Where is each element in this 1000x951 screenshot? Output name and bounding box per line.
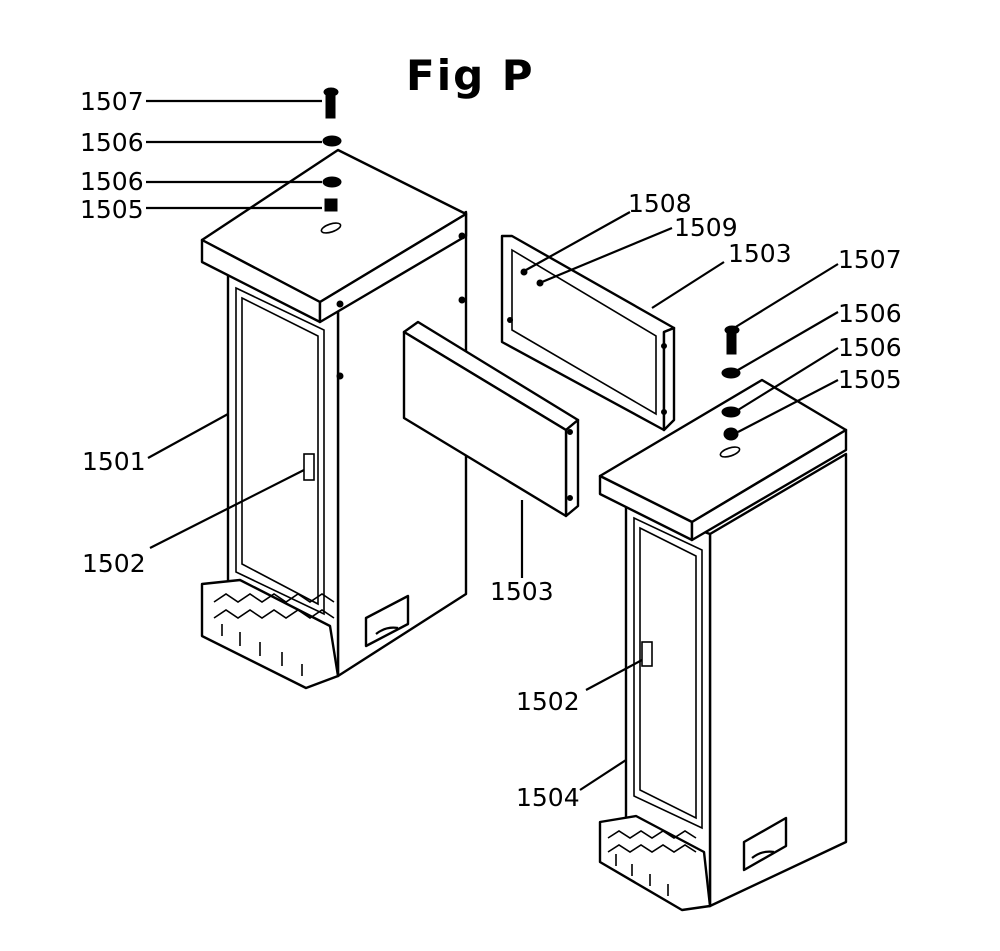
cabinet-1501-bolt-2 xyxy=(336,372,344,380)
cabinet-1504-plinth-ribs xyxy=(615,854,669,896)
panel-1503-face xyxy=(402,330,568,518)
frame-hole-1509 xyxy=(536,279,544,287)
label-1509: 1509 xyxy=(674,213,738,242)
frame-edge xyxy=(662,326,676,432)
frame-hole-1508 xyxy=(520,268,528,276)
nut-1505-right xyxy=(723,427,739,441)
panel-1503-side-edge xyxy=(564,418,580,518)
cabinet-1504-roof-slot xyxy=(719,446,741,458)
label-1501: 1501 xyxy=(82,447,146,476)
label-1506-left-upper: 1506 xyxy=(80,128,144,157)
cabinet-1501-door-handle xyxy=(303,453,315,481)
label-1502-left: 1502 xyxy=(82,549,146,578)
cabinet-1501-plinth xyxy=(200,578,340,690)
label-1502-right: 1502 xyxy=(516,687,580,716)
cabinet-1504-roof-side xyxy=(690,428,848,542)
cabinet-1504-cable xyxy=(751,850,775,859)
frame-hole-5 xyxy=(661,343,667,349)
label-1507-left: 1507 xyxy=(80,87,144,116)
frame-inner xyxy=(511,248,657,416)
cabinet-1504-plinth-vents xyxy=(607,830,697,853)
label-1505-left: 1505 xyxy=(80,195,144,224)
nut-1505-left xyxy=(324,198,338,212)
label-1508: 1508 xyxy=(628,189,692,218)
cabinet-1501-plinth-ribs xyxy=(221,624,303,676)
cabinet-1504 xyxy=(598,378,848,912)
cabinet-1504-plinth xyxy=(598,814,712,912)
label-1503-frame: 1503 xyxy=(728,239,792,268)
frame-1503 xyxy=(500,234,676,432)
figure-title: Fig P xyxy=(406,51,535,100)
cabinet-1501-roof-slot xyxy=(320,222,342,234)
cabinet-1501 xyxy=(200,148,468,690)
cabinet-1501-plinth-vents xyxy=(213,593,335,619)
part-labels: 1507 1506 1506 1505 1501 1502 1503 1508 … xyxy=(80,87,902,812)
cabinet-1501-door-frame xyxy=(235,286,325,616)
cabinet-1504-door-frame xyxy=(633,516,703,830)
cabinet-1501-bolt-3 xyxy=(458,232,466,240)
label-1503-panel: 1503 xyxy=(490,577,554,606)
cabinet-1501-bolt-4 xyxy=(458,296,466,304)
washer-1506-right-upper xyxy=(721,367,741,379)
frame-hole-4 xyxy=(661,409,667,415)
washer-1506-left-lower xyxy=(322,176,342,188)
cabinet-1504-hardware xyxy=(721,325,741,441)
label-1506-left-lower: 1506 xyxy=(80,167,144,196)
label-1507-right: 1507 xyxy=(838,245,902,274)
cabinet-1504-door-handle xyxy=(641,641,653,667)
cabinet-1501-cable xyxy=(375,626,399,635)
panel-1503 xyxy=(402,320,580,518)
washer-1506-left-upper xyxy=(322,135,342,147)
panel-1503-hole-2 xyxy=(567,495,573,501)
cabinet-1501-roof-side xyxy=(318,212,468,324)
label-1504: 1504 xyxy=(516,783,580,812)
cabinet-1501-door-panel xyxy=(241,296,319,606)
label-1506-right-lower: 1506 xyxy=(838,333,902,362)
cabinet-1504-door-panel xyxy=(639,526,697,820)
panel-1503-hole-1 xyxy=(567,429,573,435)
label-1506-right-upper: 1506 xyxy=(838,299,902,328)
cabinet-1501-bolt-1 xyxy=(336,300,344,308)
label-1505-right: 1505 xyxy=(838,365,902,394)
leader-lines xyxy=(146,99,839,791)
cabinet-1501-hardware xyxy=(322,87,342,212)
washer-1506-right-lower xyxy=(721,406,741,418)
bolt-1507-left-head xyxy=(323,87,339,97)
frame-hole-3 xyxy=(507,317,513,323)
